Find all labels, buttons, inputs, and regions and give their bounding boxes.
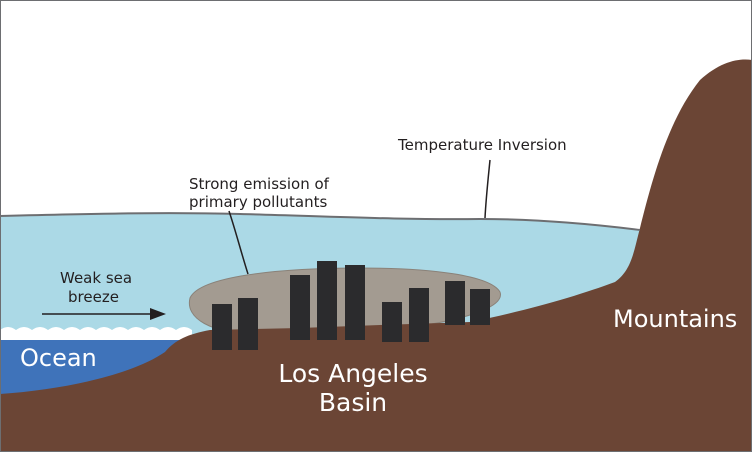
inversion-leader-line — [484, 159, 491, 219]
label-temperature-inversion: Temperature Inversion — [397, 136, 567, 154]
building — [445, 281, 465, 325]
label-basin-line2: Basin — [319, 388, 387, 417]
label-sea-breeze-line2: breeze — [68, 288, 119, 306]
label-mountains: Mountains — [613, 305, 737, 333]
city-buildings — [212, 261, 490, 350]
land — [0, 59, 752, 452]
label-sea-breeze-line1: Weak sea — [60, 269, 132, 287]
building — [345, 265, 365, 340]
building — [212, 304, 232, 350]
ocean-waves — [0, 327, 192, 340]
label-ocean: Ocean — [20, 344, 97, 372]
label-emission-line1: Strong emission of — [189, 175, 330, 193]
label-emission-line2: primary pollutants — [189, 193, 327, 211]
arrow-head-icon — [150, 308, 166, 320]
building — [409, 288, 429, 342]
building — [290, 275, 310, 340]
emission-leader-line — [228, 210, 249, 275]
building — [382, 302, 402, 342]
label-basin-line1: Los Angeles — [278, 359, 427, 388]
building — [238, 298, 258, 350]
building — [317, 261, 337, 340]
building — [470, 289, 490, 325]
inversion-boundary-line — [0, 212, 641, 231]
